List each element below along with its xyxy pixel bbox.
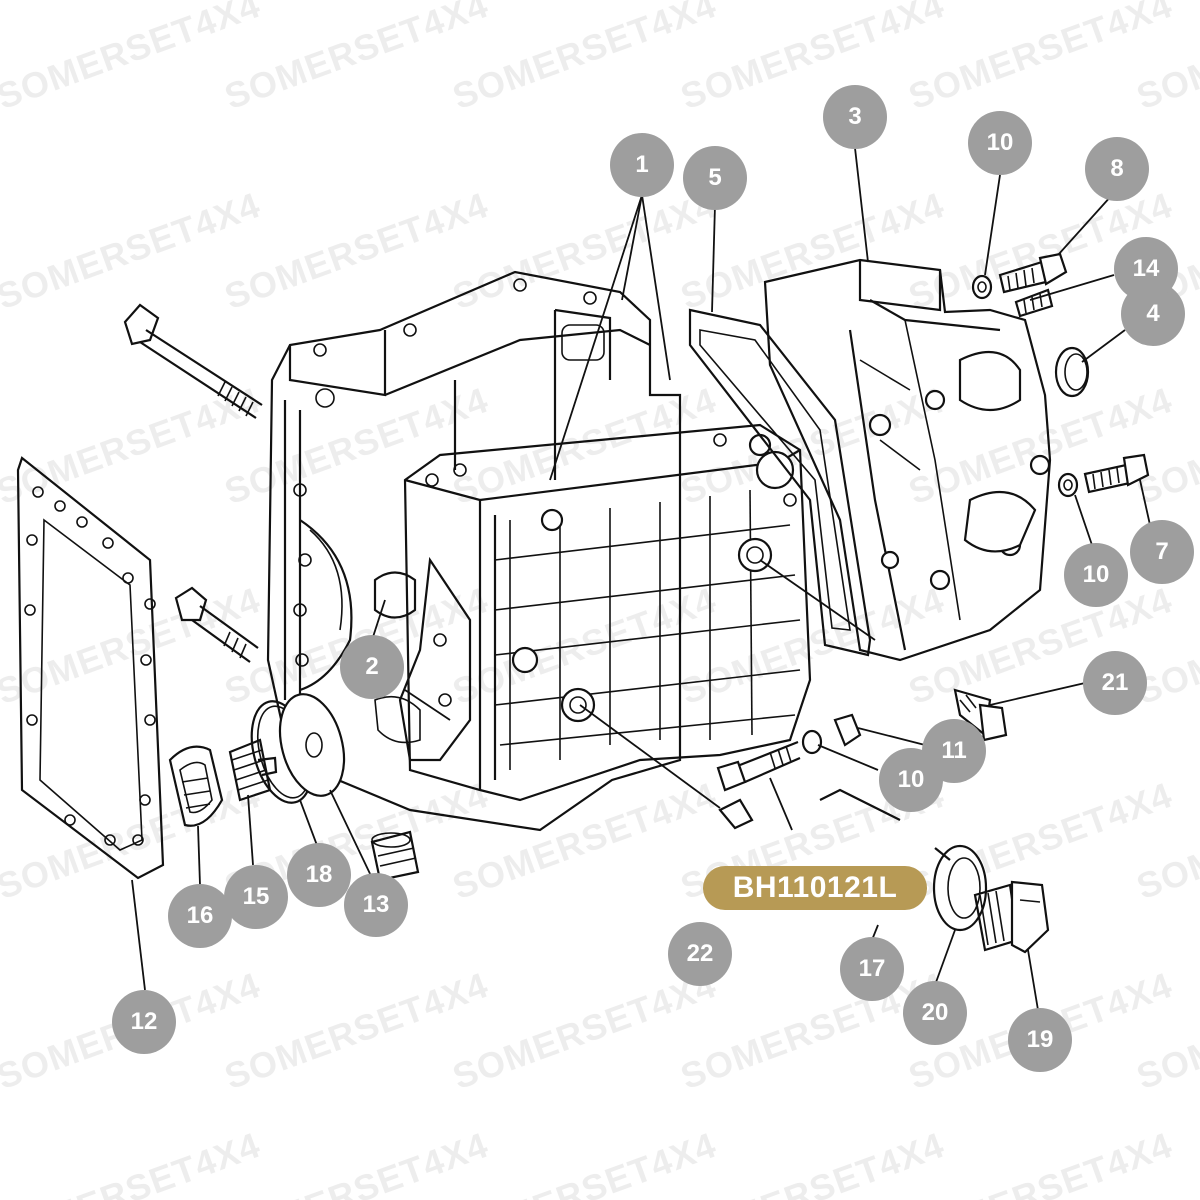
callout-21: 21 bbox=[1083, 651, 1147, 715]
callout-18: 18 bbox=[287, 843, 351, 907]
callout-10-top: 10 bbox=[968, 111, 1032, 175]
part-number-badge: BH110121L bbox=[703, 866, 927, 910]
callout-15: 15 bbox=[224, 865, 288, 929]
callout-11: 11 bbox=[922, 719, 986, 783]
short-bolt bbox=[174, 586, 259, 663]
callout-14: 14 bbox=[1114, 237, 1178, 301]
callout-2: 2 bbox=[340, 635, 404, 699]
right-bolt bbox=[1057, 453, 1150, 498]
front-seal-parts bbox=[168, 693, 420, 882]
callout-22: 22 bbox=[668, 922, 732, 986]
callout-7: 7 bbox=[1130, 520, 1194, 584]
intermediate-gasket bbox=[688, 308, 872, 657]
front-gasket bbox=[16, 456, 165, 880]
callout-20: 20 bbox=[903, 981, 967, 1045]
callout-10-right: 10 bbox=[1064, 543, 1128, 607]
extension-housing bbox=[763, 258, 1052, 662]
callout-17: 17 bbox=[840, 937, 904, 1001]
callout-3: 3 bbox=[823, 85, 887, 149]
callout-8: 8 bbox=[1085, 137, 1149, 201]
bottom-right-fasteners bbox=[716, 688, 1008, 830]
drain-plug-group bbox=[932, 844, 1050, 954]
leader-lines bbox=[131, 147, 1151, 1011]
top-right-fasteners bbox=[971, 252, 1090, 398]
callout-16: 16 bbox=[168, 884, 232, 948]
callout-13: 13 bbox=[344, 873, 408, 937]
callout-5: 5 bbox=[683, 146, 747, 210]
callout-12: 12 bbox=[112, 990, 176, 1054]
callout-1: 1 bbox=[610, 133, 674, 197]
long-bolt bbox=[123, 303, 263, 419]
callout-19: 19 bbox=[1008, 1008, 1072, 1072]
main-housing bbox=[266, 270, 812, 832]
